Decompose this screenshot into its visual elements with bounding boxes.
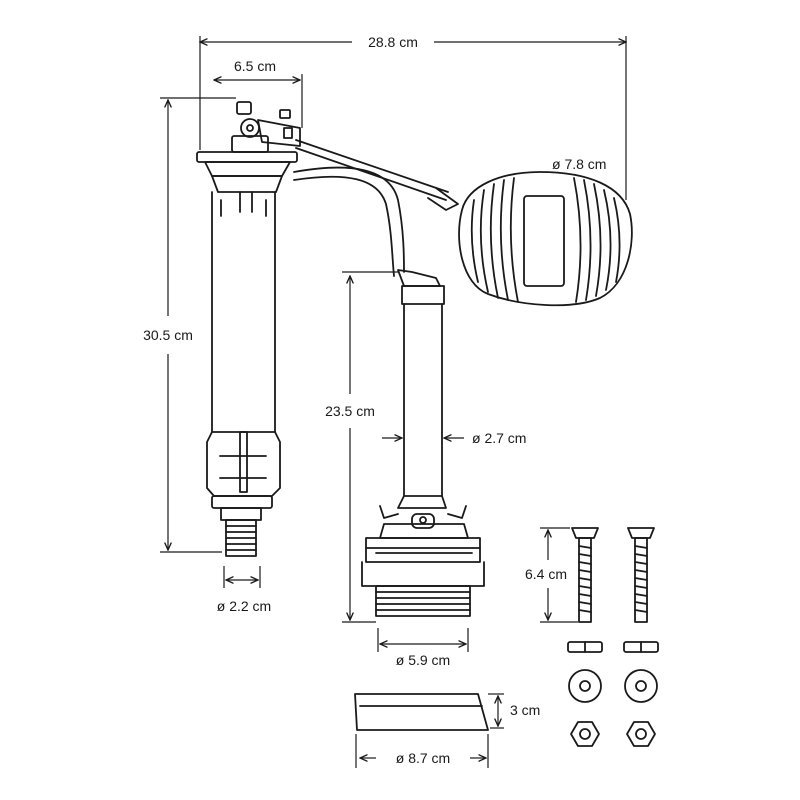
dimension-seal-diameter: [355, 734, 489, 768]
label-float-diameter: ø 7.8 cm: [552, 156, 606, 172]
dimension-head-width: [214, 74, 303, 128]
label-seal-height: 3 cm: [510, 702, 540, 718]
refill-hose: [293, 166, 441, 287]
rubber-washer: [567, 641, 603, 653]
seal-gasket: [354, 693, 489, 731]
hex-nut: [626, 721, 656, 747]
label-inlet-diameter: ø 2.2 cm: [217, 598, 271, 614]
fill-valve-inlet: [220, 507, 262, 557]
flat-washer: [568, 669, 602, 703]
label-fill-height: 30.5 cm: [143, 327, 193, 343]
label-bolt-length: 6.4 cm: [525, 566, 567, 582]
float-arm: [295, 139, 459, 211]
label-seal-diameter: ø 8.7 cm: [396, 750, 450, 766]
mounting-bolt: [627, 527, 655, 623]
label-overall-width: 28.8 cm: [368, 34, 418, 50]
dimension-base-diameter: [377, 628, 469, 652]
label-tube-diameter: ø 2.7 cm: [472, 430, 526, 446]
dimension-bolt-length: [540, 527, 578, 623]
label-flush-height: 23.5 cm: [325, 403, 375, 419]
fill-valve: [196, 101, 301, 557]
dimension-flush-height: [342, 271, 398, 623]
fill-valve-body: [206, 191, 281, 509]
fill-valve-cap: [196, 101, 301, 213]
dimension-inlet-diameter: [223, 566, 261, 588]
float-ball: [458, 171, 633, 307]
flush-valve: [361, 285, 485, 617]
label-head-width: 6.5 cm: [234, 58, 276, 74]
dimension-seal-height: [488, 693, 504, 729]
mounting-bolt: [571, 527, 599, 623]
dimension-fill-height: [160, 97, 236, 553]
dimension-overall-width: [200, 36, 626, 200]
flat-washer: [624, 669, 658, 703]
label-base-diameter: ø 5.9 cm: [396, 652, 450, 668]
hex-nut: [570, 721, 600, 747]
rubber-washer: [623, 641, 659, 653]
